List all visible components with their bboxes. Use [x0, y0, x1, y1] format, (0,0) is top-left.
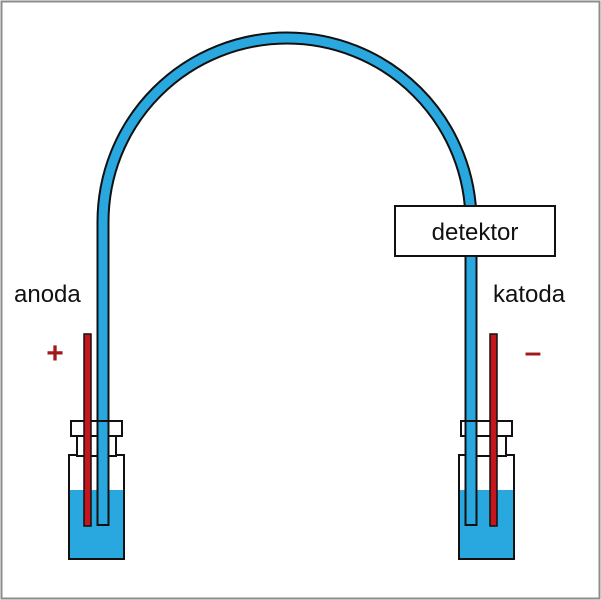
minus-sign: –	[525, 336, 542, 369]
anode-label: anoda	[14, 281, 81, 308]
capillary-tube	[98, 33, 476, 524]
plus-sign: +	[46, 337, 64, 370]
cathode-capillary-end	[464, 420, 478, 526]
detector-box	[394, 205, 556, 257]
anode-capillary-end	[96, 420, 110, 526]
cathode-label: katoda	[493, 281, 566, 308]
cathode-electrode	[489, 333, 498, 527]
anode-vial	[68, 333, 125, 560]
anode-electrode	[83, 333, 92, 527]
cathode-vial	[458, 333, 515, 560]
detector-label: detektor	[432, 219, 519, 246]
